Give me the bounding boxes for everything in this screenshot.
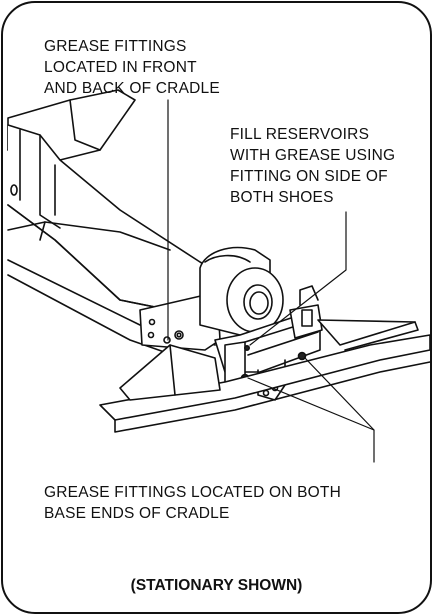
leader-lines <box>167 99 375 463</box>
cradle-rails <box>7 124 251 369</box>
shoe-assembly <box>214 285 323 401</box>
lower-base <box>99 319 431 433</box>
callout-fill-reservoirs: FILL RESERVOIRS WITH GREASE USING FITTIN… <box>230 126 396 206</box>
callout-grease-fittings-cradle: GREASE FITTINGS LOCATED IN FRONT AND BAC… <box>44 38 220 97</box>
callout-grease-fittings-base: GREASE FITTINGS LOCATED ON BOTH BASE END… <box>44 484 341 522</box>
roller <box>199 246 284 336</box>
figure-caption: (STATIONARY SHOWN) <box>130 577 303 594</box>
